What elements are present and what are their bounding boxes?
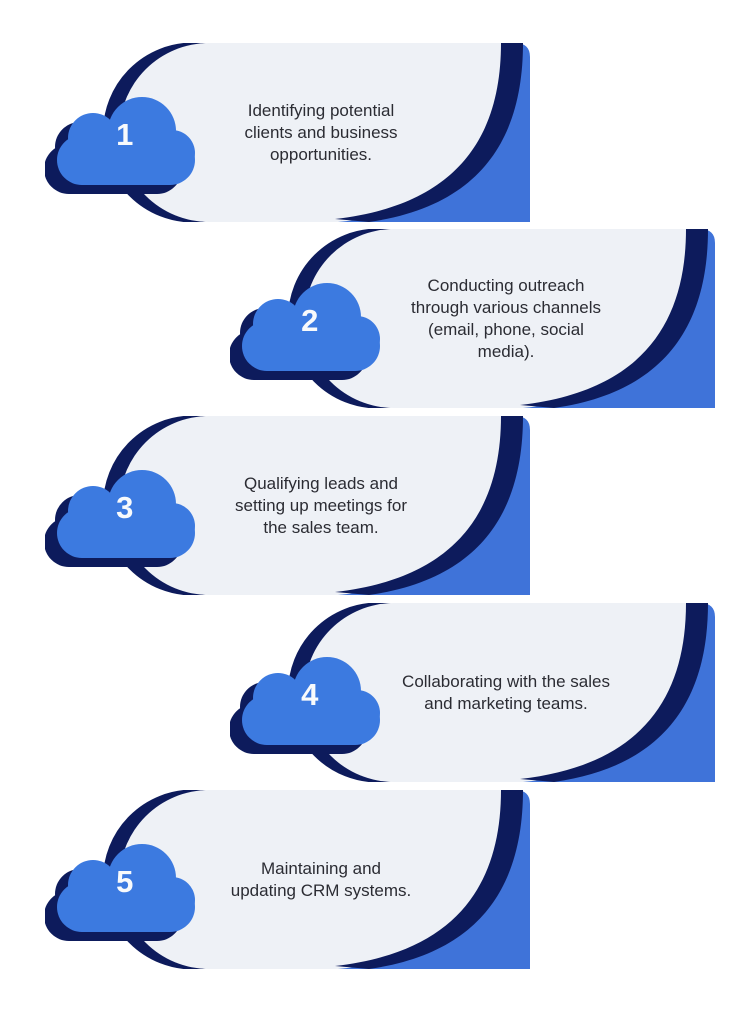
step-number: 5 (116, 864, 134, 899)
pill-body (119, 43, 523, 222)
corner-wedge (523, 229, 715, 408)
pill-body (119, 790, 523, 969)
sweep-band (520, 603, 708, 782)
step-text: Qualifying leads and setting up meetings… (235, 473, 407, 537)
step-number: 1 (116, 117, 134, 152)
step-card-2: 2 Conducting outreach through various ch… (228, 229, 715, 408)
step-text: Conducting outreach through various chan… (411, 275, 601, 361)
sweep-band (335, 43, 523, 222)
cloud-icon (230, 657, 380, 754)
corner-wedge (338, 416, 530, 595)
corner-wedge (338, 790, 530, 969)
pill-body (304, 229, 708, 408)
step-text: Collaborating with the sales and marketi… (402, 671, 610, 713)
card-shape (103, 790, 530, 969)
step-number: 3 (116, 490, 134, 525)
step-text: Identifying potential clients and busine… (244, 100, 398, 164)
pill-body (304, 603, 708, 782)
step-text: Maintaining and updating CRM systems. (230, 858, 412, 900)
card-shape (103, 43, 530, 222)
cloud-icon (45, 470, 195, 567)
cloud-icon (230, 283, 380, 380)
cloud-front (57, 470, 195, 558)
cloud-icon (45, 844, 195, 941)
sweep-band (335, 416, 523, 595)
step-card-5: 5 Maintaining and updating CRM systems. (43, 790, 530, 969)
corner-wedge (338, 43, 530, 222)
step-card-1: 1 Identifying potential clients and busi… (43, 43, 530, 222)
step-card-4: 4 Collaborating with the sales and marke… (228, 603, 715, 782)
sweep-band (335, 790, 523, 969)
step-number: 2 (301, 303, 319, 338)
cloud-front (57, 97, 195, 185)
sweep-band (520, 229, 708, 408)
cloud-front (242, 283, 380, 371)
cloud-front (57, 844, 195, 932)
cloud-front (242, 657, 380, 745)
step-number: 4 (301, 677, 319, 712)
cloud-icon (45, 97, 195, 194)
pill-body (119, 416, 523, 595)
corner-wedge (523, 603, 715, 782)
step-card-3: 3 Qualifying leads and setting up meetin… (43, 416, 530, 595)
